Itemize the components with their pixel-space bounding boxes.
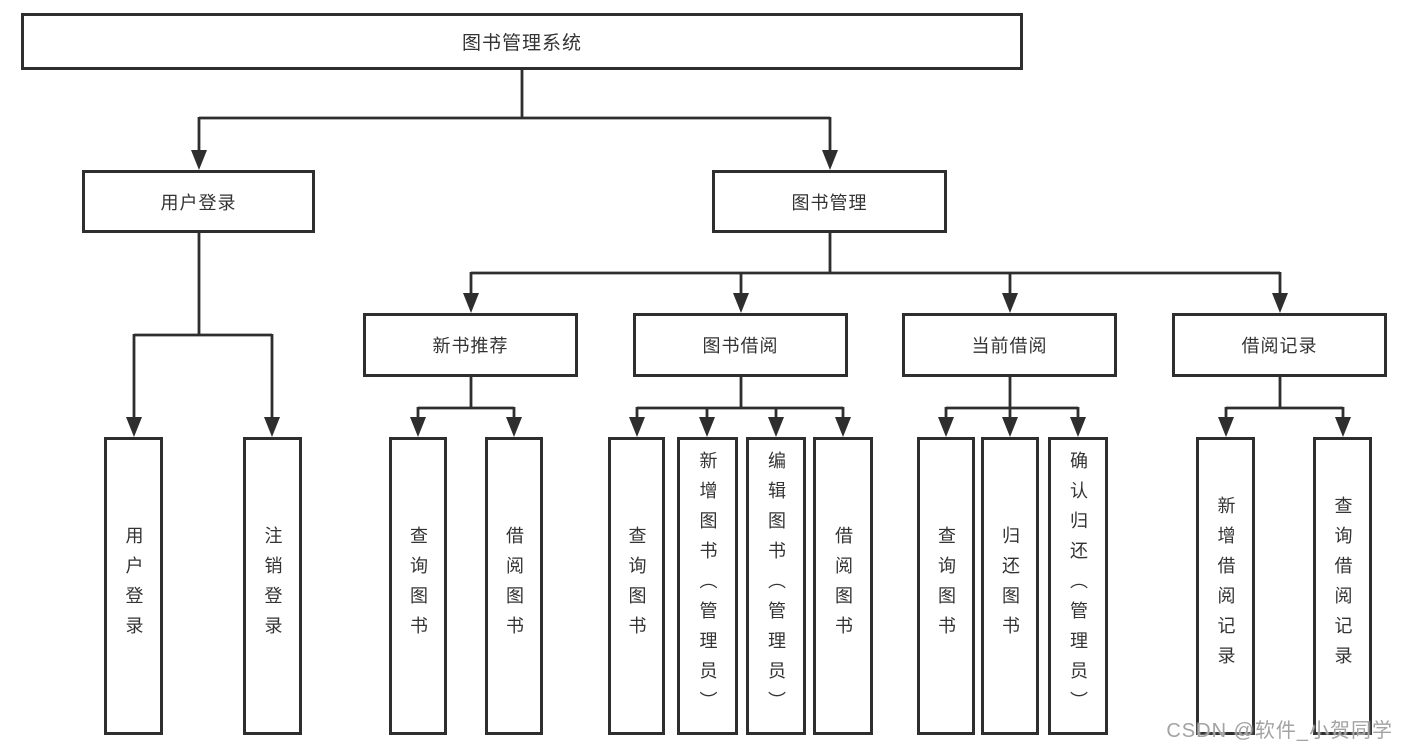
leaf-query-books-current: 查询图书 — [917, 437, 975, 735]
leaf-add-books-admin: 新增图书（管理员） — [677, 437, 738, 735]
leaf-label: 查询图书 — [408, 526, 428, 646]
leaf-label: 查询借阅记录 — [1332, 496, 1353, 676]
csdn-watermark: CSDN @软件_小贺同学 — [1166, 720, 1393, 742]
node-new-book-recommendation: 新书推荐 — [363, 313, 578, 377]
node-library-management-system: 图书管理系统 — [21, 13, 1023, 70]
leaf-edit-books-admin: 编辑图书（管理员） — [746, 437, 806, 735]
leaf-query-books-recommend: 查询图书 — [389, 437, 447, 735]
leaf-label: 查询图书 — [626, 526, 647, 646]
node-book-management: 图书管理 — [712, 170, 947, 233]
leaf-label: 借阅图书 — [833, 526, 853, 646]
leaf-query-borrow-record: 查询借阅记录 — [1313, 437, 1372, 735]
leaf-label: 借阅图书 — [504, 526, 524, 646]
leaf-label: 新增图书（管理员） — [697, 451, 718, 721]
node-user-login: 用户登录 — [82, 170, 315, 233]
node-current-borrowing: 当前借阅 — [902, 313, 1117, 377]
leaf-borrow-books-recommend: 借阅图书 — [485, 437, 543, 735]
leaf-label: 注销登录 — [262, 526, 283, 646]
leaf-label: 编辑图书（管理员） — [766, 451, 786, 721]
leaf-logout: 注销登录 — [243, 437, 302, 735]
leaf-label: 新增借阅记录 — [1215, 496, 1236, 676]
leaf-label: 归还图书 — [1000, 526, 1020, 646]
leaf-borrow-books: 借阅图书 — [813, 437, 873, 735]
node-book-borrowing: 图书借阅 — [633, 313, 848, 377]
leaf-user-login: 用户登录 — [104, 437, 163, 735]
leaf-return-books: 归还图书 — [981, 437, 1039, 735]
leaf-add-borrow-record: 新增借阅记录 — [1196, 437, 1255, 735]
leaf-label: 用户登录 — [123, 526, 144, 646]
leaf-query-books-borrow: 查询图书 — [608, 437, 665, 735]
node-borrowing-records: 借阅记录 — [1172, 313, 1387, 377]
leaf-confirm-return-admin: 确认归还（管理员） — [1048, 437, 1108, 735]
leaf-label: 查询图书 — [936, 526, 956, 646]
leaf-label: 确认归还（管理员） — [1068, 451, 1088, 721]
